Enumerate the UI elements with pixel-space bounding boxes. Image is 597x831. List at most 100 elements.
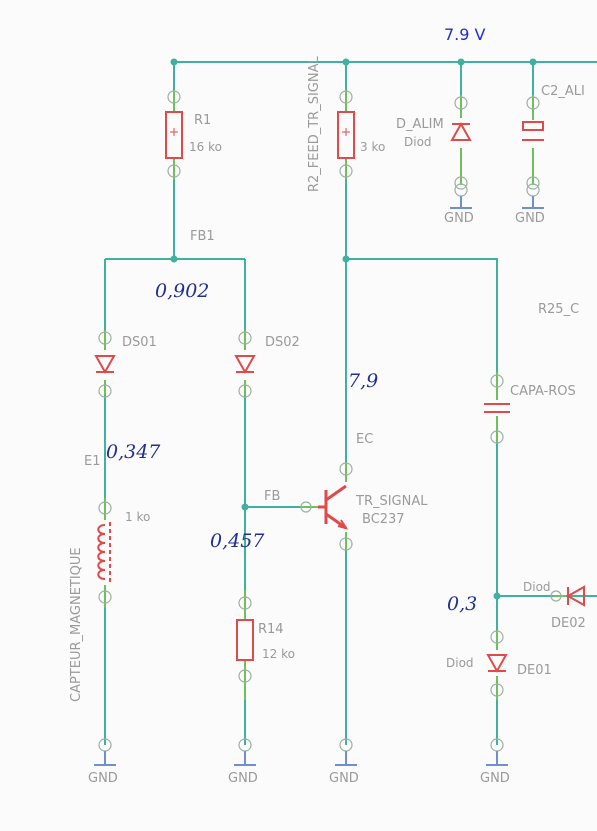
pin-stubs <box>104 90 566 700</box>
pin-circle <box>454 176 468 190</box>
d-alim-value-label: Diod <box>404 135 432 149</box>
pin-circle <box>167 164 181 178</box>
pin-circle <box>238 596 252 610</box>
net-label-r25: R25_C <box>538 302 579 317</box>
pin-circle <box>454 96 468 110</box>
junction-dalim-rail <box>457 58 465 66</box>
collector-bus-wire <box>346 258 498 372</box>
pin-circle <box>490 630 504 644</box>
r1-value-label: 16 ko <box>189 140 222 154</box>
transistor-name-label: TR_SIGNAL <box>355 494 428 509</box>
r1-name-label: R1 <box>194 113 211 128</box>
handwritten-e1-voltage: 0,347 <box>106 441 161 463</box>
pin-circle <box>238 331 252 345</box>
resistor-r1-symbol <box>165 111 183 159</box>
gnd-label-dalim: GND <box>444 211 474 226</box>
junction-c2-rail <box>529 58 537 66</box>
diode-de01-symbol <box>486 654 508 674</box>
net-label-e1: E1 <box>84 454 101 469</box>
de01-name-label: DE01 <box>517 663 552 678</box>
ground-symbols <box>94 196 544 766</box>
handwritten-fb1-voltage: 0,902 <box>155 280 209 302</box>
wires <box>104 61 597 745</box>
pin-circle <box>98 384 112 398</box>
net-label-ec: EC <box>356 432 373 447</box>
de02-name-label: DE02 <box>551 616 586 631</box>
pin-circles <box>98 90 562 752</box>
inductor-coil-symbol <box>97 524 106 580</box>
pin-circle <box>454 183 468 197</box>
gnd-label-de01: GND <box>480 771 510 786</box>
gnd-label-c2: GND <box>515 211 545 226</box>
c2-name-label: C2_ALI <box>541 84 585 99</box>
pin-circle <box>526 183 540 197</box>
transistor-symbol <box>318 484 347 530</box>
resistor-r14-symbol <box>236 619 254 661</box>
r14-value-label: 12 ko <box>262 647 295 661</box>
diode-ds02-symbol <box>234 355 256 375</box>
pin-circle <box>339 462 353 476</box>
capacitor-capa-symbol <box>484 403 510 413</box>
pin-circle <box>238 669 252 683</box>
gnd-label-tr: GND <box>329 771 359 786</box>
junction-collector <box>342 255 350 263</box>
handwritten-fb-voltage: 0,457 <box>210 530 265 552</box>
capa-name-label: CAPA-ROS <box>510 384 576 399</box>
net-label-feed: R2_FEED_TR_SIGNAL <box>307 56 322 192</box>
net-label-fb: FB <box>264 489 280 504</box>
gnd-symbol-dalim <box>450 196 472 209</box>
junction-de <box>493 592 501 600</box>
pin-circle <box>98 331 112 345</box>
pin-circle <box>526 96 540 110</box>
handwritten-de-voltage: 0,3 <box>447 593 477 615</box>
capacitor-c2-symbol <box>522 121 544 131</box>
transistor-value-label: BC237 <box>362 512 405 527</box>
gnd-symbol-coil <box>94 751 116 766</box>
coil-value-label: 1 ko <box>125 510 150 524</box>
pin-circle <box>490 430 504 444</box>
handwritten-ec-voltage: 7,9 <box>348 370 378 392</box>
pin-circle <box>238 384 252 398</box>
pin-circle <box>300 501 312 513</box>
pin-circle <box>490 374 504 388</box>
junction-fb1 <box>170 255 178 263</box>
transistor-arrow <box>337 519 349 530</box>
gnd-label-coil: GND <box>88 771 118 786</box>
net-label-fb1: FB1 <box>190 229 215 244</box>
coil-name-label: CAPTEUR_MAGNETIQUE <box>69 547 84 702</box>
pin-circle <box>526 176 540 190</box>
r1-plus-mark <box>170 128 178 136</box>
diode-ds01-symbol <box>94 355 116 375</box>
gnd-symbol-de01 <box>486 751 508 766</box>
d-alim-name-label: D_ALIM <box>396 117 444 132</box>
junction-r2-rail <box>342 58 350 66</box>
r2-value-label: 3 ko <box>360 140 385 154</box>
gnd-symbol-r14 <box>234 751 256 766</box>
junction-r1-rail <box>170 58 178 66</box>
r2-plus-mark <box>342 128 350 136</box>
junctions <box>170 58 537 600</box>
pin-circle <box>550 590 562 602</box>
supply-voltage-label: 7.9 V <box>444 25 486 44</box>
junction-fb <box>241 503 249 511</box>
components <box>94 111 585 674</box>
ds02-name-label: DS02 <box>265 335 300 350</box>
diode-dalim-symbol <box>450 121 472 141</box>
pin-circle <box>167 90 181 104</box>
pin-circle <box>490 683 504 697</box>
ds01-name-label: DS01 <box>122 335 157 350</box>
pin-circle <box>339 164 353 178</box>
pin-circle <box>98 501 112 515</box>
gnd-symbol-tr <box>335 751 357 766</box>
de02-value-label: Diod <box>523 580 551 594</box>
resistor-r2-symbol <box>337 111 355 159</box>
pin-circle <box>339 90 353 104</box>
r14-name-label: R14 <box>258 622 284 637</box>
pin-circle <box>339 537 353 551</box>
gnd-symbol-c2 <box>522 196 544 209</box>
de01-value-label: Diod <box>446 656 474 670</box>
pin-circle <box>98 590 112 604</box>
gnd-label-r14: GND <box>228 771 258 786</box>
